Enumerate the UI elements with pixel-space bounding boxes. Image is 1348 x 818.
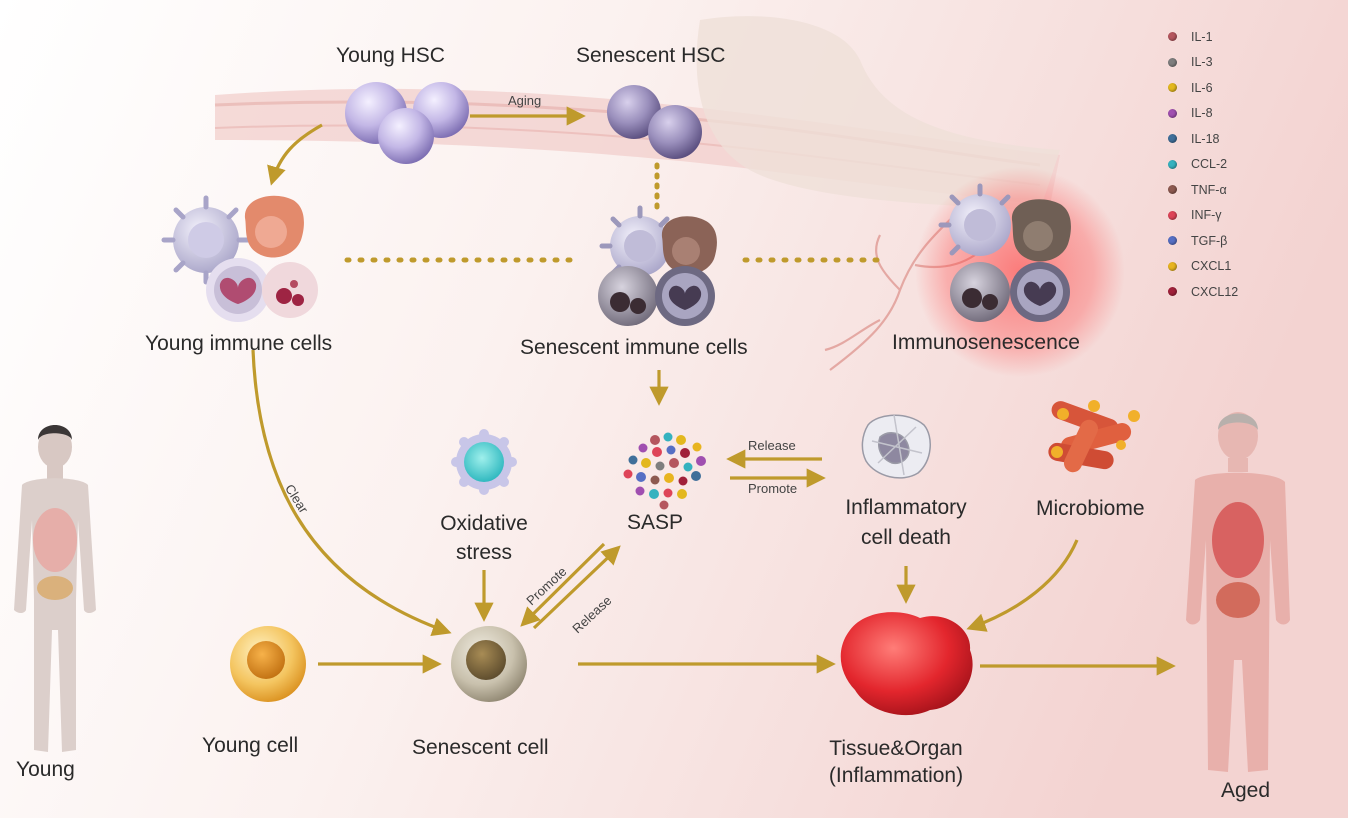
legend-dot [1168, 210, 1177, 220]
legend-label: IL-18 [1191, 131, 1220, 146]
microbiome-label: Microbiome [1036, 497, 1145, 520]
promote-top-label: Promote [748, 481, 798, 496]
young-hsc-label: Young HSC [336, 44, 445, 67]
inflammatory-label-2: cell death [861, 526, 951, 549]
legend-dot [1168, 185, 1177, 195]
aged-human-art [1186, 412, 1290, 772]
legend-item: IL-6 [1168, 75, 1288, 101]
inflammatory-death-art [861, 414, 931, 479]
legend-item: IL-8 [1168, 101, 1288, 127]
tissue-label-2: (Inflammation) [828, 764, 964, 787]
aged-label: Aged [1221, 779, 1271, 802]
legend-label: INF-γ [1191, 208, 1222, 223]
legend-item: INF-γ [1168, 203, 1288, 229]
sasp-label: SASP [627, 511, 684, 534]
immunosenescence-cells-art [915, 167, 1125, 377]
young-immune-cells-art [161, 195, 318, 322]
microbiome-to-tissue-arrow [966, 539, 1079, 632]
senescent-hsc-label: Senescent HSC [576, 44, 726, 67]
sasp-cluster [623, 432, 706, 510]
young-cell-art [230, 626, 306, 702]
legend-item: IL-3 [1168, 50, 1288, 76]
young-cell-label: Young cell [202, 734, 299, 757]
release-top-label: Release [748, 438, 796, 453]
legend-dot [1168, 57, 1177, 67]
young-label: Young [16, 758, 75, 781]
legend-item: TGF-β [1168, 228, 1288, 254]
hsc-to-immune-arrow [267, 123, 323, 186]
legend-label: CXCL1 [1191, 259, 1232, 274]
oxidative-label-1: Oxidative [440, 512, 528, 535]
inflammatory-label-1: Inflammatory [845, 496, 967, 519]
legend-label: CCL-2 [1191, 157, 1228, 172]
legend-label: TGF-β [1191, 233, 1228, 248]
aging-label: Aging [508, 93, 542, 108]
young-immune-label: Young immune cells [145, 332, 333, 355]
senescent-hsc-cells [607, 85, 702, 159]
senescent-cell-art [451, 626, 527, 702]
promote-diag-arrow [520, 542, 606, 627]
legend-item: IL-18 [1168, 126, 1288, 152]
senescent-immune-label: Senescent immune cells [520, 336, 748, 359]
young-hsc-cells [345, 82, 469, 164]
legend-label: IL-6 [1191, 80, 1213, 95]
legend-label: TNF-α [1191, 182, 1227, 197]
legend-dot [1168, 134, 1177, 144]
tissue-label-1: Tissue&Organ [829, 737, 963, 760]
senescent-immune-cells-art [598, 205, 717, 326]
microbiome-art [1048, 400, 1140, 473]
legend-dot [1168, 261, 1177, 271]
legend-label: IL-3 [1191, 55, 1213, 70]
legend-label: IL-1 [1191, 29, 1213, 44]
legend-item: CXCL1 [1168, 254, 1288, 280]
legend-dot [1168, 159, 1177, 169]
senescent-cell-label: Senescent cell [412, 736, 549, 759]
legend-dot [1168, 236, 1177, 246]
legend-item: IL-1 [1168, 24, 1288, 50]
legend-dot [1168, 287, 1177, 297]
legend-dot [1168, 83, 1177, 93]
legend-item: CCL-2 [1168, 152, 1288, 178]
immunosenescence-label: Immunosenescence [892, 331, 1080, 354]
clear-arrow [251, 349, 452, 636]
legend-label: CXCL12 [1191, 284, 1239, 299]
legend-item: TNF-α [1168, 177, 1288, 203]
legend-item: CXCL12 [1168, 279, 1288, 305]
legend-dot [1168, 108, 1177, 118]
young-human-art [14, 425, 96, 752]
release-diag-arrow [532, 545, 621, 630]
oxidative-label-2: stress [455, 541, 513, 564]
oxidative-stress-art [451, 429, 517, 495]
legend-label: IL-8 [1191, 106, 1213, 121]
legend-dot [1168, 32, 1177, 42]
tissue-organ-art [840, 612, 973, 716]
